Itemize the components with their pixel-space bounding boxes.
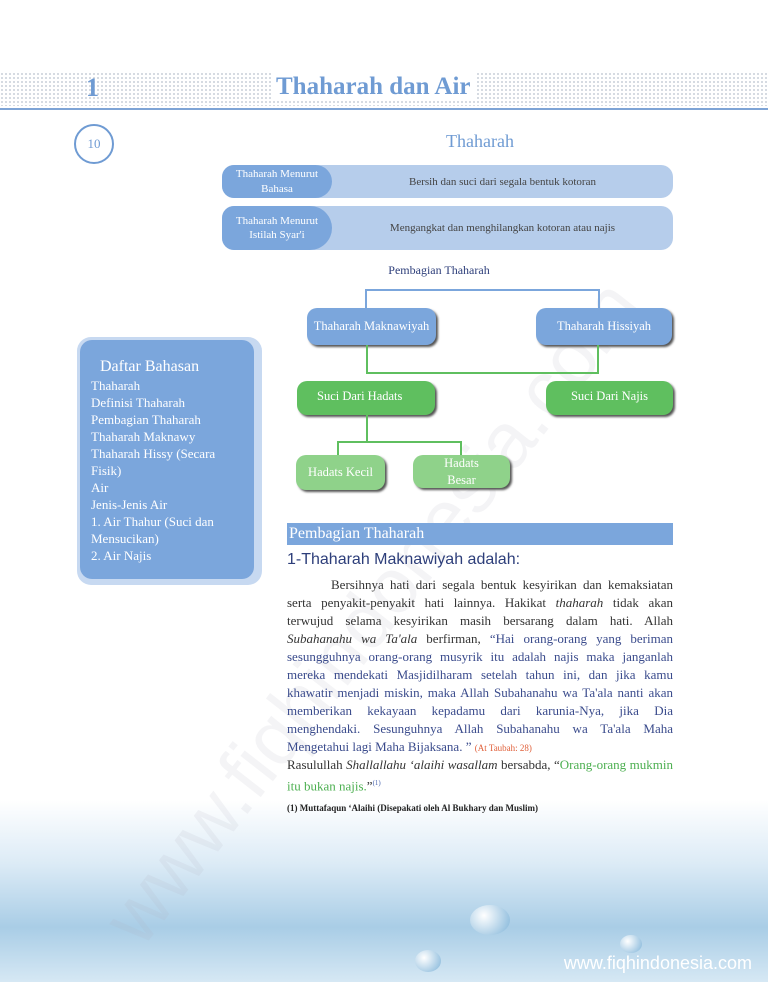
definition-value: Mengangkat dan menghilangkan kotoran ata… bbox=[389, 222, 616, 234]
definition-label: Thaharah Menurut Istilah Syar'i bbox=[222, 206, 332, 250]
definition-label: Thaharah Menurut Bahasa bbox=[222, 165, 332, 198]
diagram-node-suci-dari-hadats: Suci Dari Hadats bbox=[297, 381, 435, 415]
subheading: 1-Thaharah Maknawiyah adalah: bbox=[287, 551, 521, 568]
connector-line bbox=[365, 289, 600, 291]
quran-quote: “Hai orang-orang yang beriman sesungguhn… bbox=[287, 631, 673, 754]
connector-line bbox=[366, 345, 368, 373]
connector-line bbox=[597, 345, 599, 373]
footnote: (1) Muttafaqun ‘Alaihi (Disepakati oleh … bbox=[287, 803, 539, 813]
footnote-marker: (1) bbox=[372, 779, 381, 787]
text-italic: Shallallahu ‘alaihi wasallam bbox=[346, 757, 498, 772]
connector-line bbox=[337, 441, 462, 443]
toc-item: Pembagian Thaharah bbox=[91, 412, 201, 427]
connector-line bbox=[337, 441, 339, 456]
toc-item: Thaharah bbox=[91, 378, 141, 393]
hadith-quote: Orang-orang mukmin itu bukan najis. bbox=[287, 757, 673, 794]
text: berfirman, bbox=[417, 631, 490, 646]
text-italic: Subahanahu wa Ta'ala bbox=[287, 631, 418, 646]
quote-reference: (At Taubah: 28) bbox=[474, 743, 532, 753]
connector-line bbox=[460, 441, 462, 456]
sidebar-toc: Daftar Bahasan Thaharah Definisi Thahara… bbox=[77, 337, 262, 585]
water-drop bbox=[470, 905, 510, 935]
toc-item: Definisi Thaharah bbox=[91, 395, 185, 410]
connector-line bbox=[365, 289, 367, 309]
text: Rasulullah bbox=[287, 757, 347, 772]
text: ” bbox=[366, 778, 373, 794]
page-number: 10 bbox=[74, 124, 114, 164]
sidebar-title: Daftar Bahasan bbox=[100, 358, 200, 375]
paragraph: Bersihnya hati dari segala bentuk kesyir… bbox=[287, 576, 673, 757]
connector-line bbox=[366, 415, 368, 442]
text: Bersihnya hati dari segala bentuk kesyir… bbox=[287, 577, 673, 610]
chapter-number: 1 bbox=[86, 73, 99, 102]
footer-url: www.fiqhindonesia.com bbox=[563, 953, 752, 973]
diagram-node-maknawiyah: Thaharah Maknawiyah bbox=[307, 308, 436, 345]
text: tidak akan terwujud selama kesyirikan ma… bbox=[287, 595, 673, 628]
section-title: Thaharah bbox=[446, 131, 514, 151]
toc-item: Thaharah Hissy (Secara Fisik) bbox=[91, 446, 216, 478]
toc-item: 1. Air Thahur (Suci dan Mensucikan) bbox=[91, 514, 214, 546]
toc-item: 2. Air Najis bbox=[91, 548, 152, 563]
definition-value: Bersih dan suci dari segala bentuk kotor… bbox=[409, 175, 596, 188]
toc-item: Jenis-Jenis Air bbox=[91, 497, 168, 512]
header-rule bbox=[0, 108, 768, 110]
toc-list: Thaharah Definisi Thaharah Pembagian Tha… bbox=[91, 377, 241, 564]
connector-line bbox=[598, 289, 600, 309]
definition-row: Thaharah Menurut Istilah Syar'i Mengangk… bbox=[222, 206, 673, 250]
diagram-node-hissiyah: Thaharah Hissiyah bbox=[536, 308, 672, 345]
diagram-node-hadats-kecil: Hadats Kecil bbox=[296, 455, 385, 490]
text: bersabda, “ bbox=[497, 757, 560, 772]
chapter-title: Thaharah dan Air bbox=[272, 73, 475, 101]
connector-line bbox=[366, 372, 599, 374]
paragraph: Rasulullah Shallallahu ‘alaihi wasallam … bbox=[287, 756, 673, 795]
diagram-node-suci-dari-najis: Suci Dari Najis bbox=[546, 381, 673, 415]
diagram-node-hadats-besar: Hadats Besar bbox=[413, 455, 510, 488]
water-splash-image bbox=[0, 800, 768, 982]
water-drop bbox=[620, 935, 642, 953]
water-drop bbox=[415, 950, 441, 972]
text-italic: thaharah bbox=[555, 595, 604, 610]
section-bar: Pembagian Thaharah bbox=[287, 523, 673, 545]
toc-item: Thaharah Maknawy bbox=[91, 429, 196, 444]
toc-item: Air bbox=[91, 480, 109, 495]
definition-row: Thaharah Menurut Bahasa Bersih dan suci … bbox=[222, 165, 673, 198]
diagram-title: Pembagian Thaharah bbox=[388, 263, 490, 277]
